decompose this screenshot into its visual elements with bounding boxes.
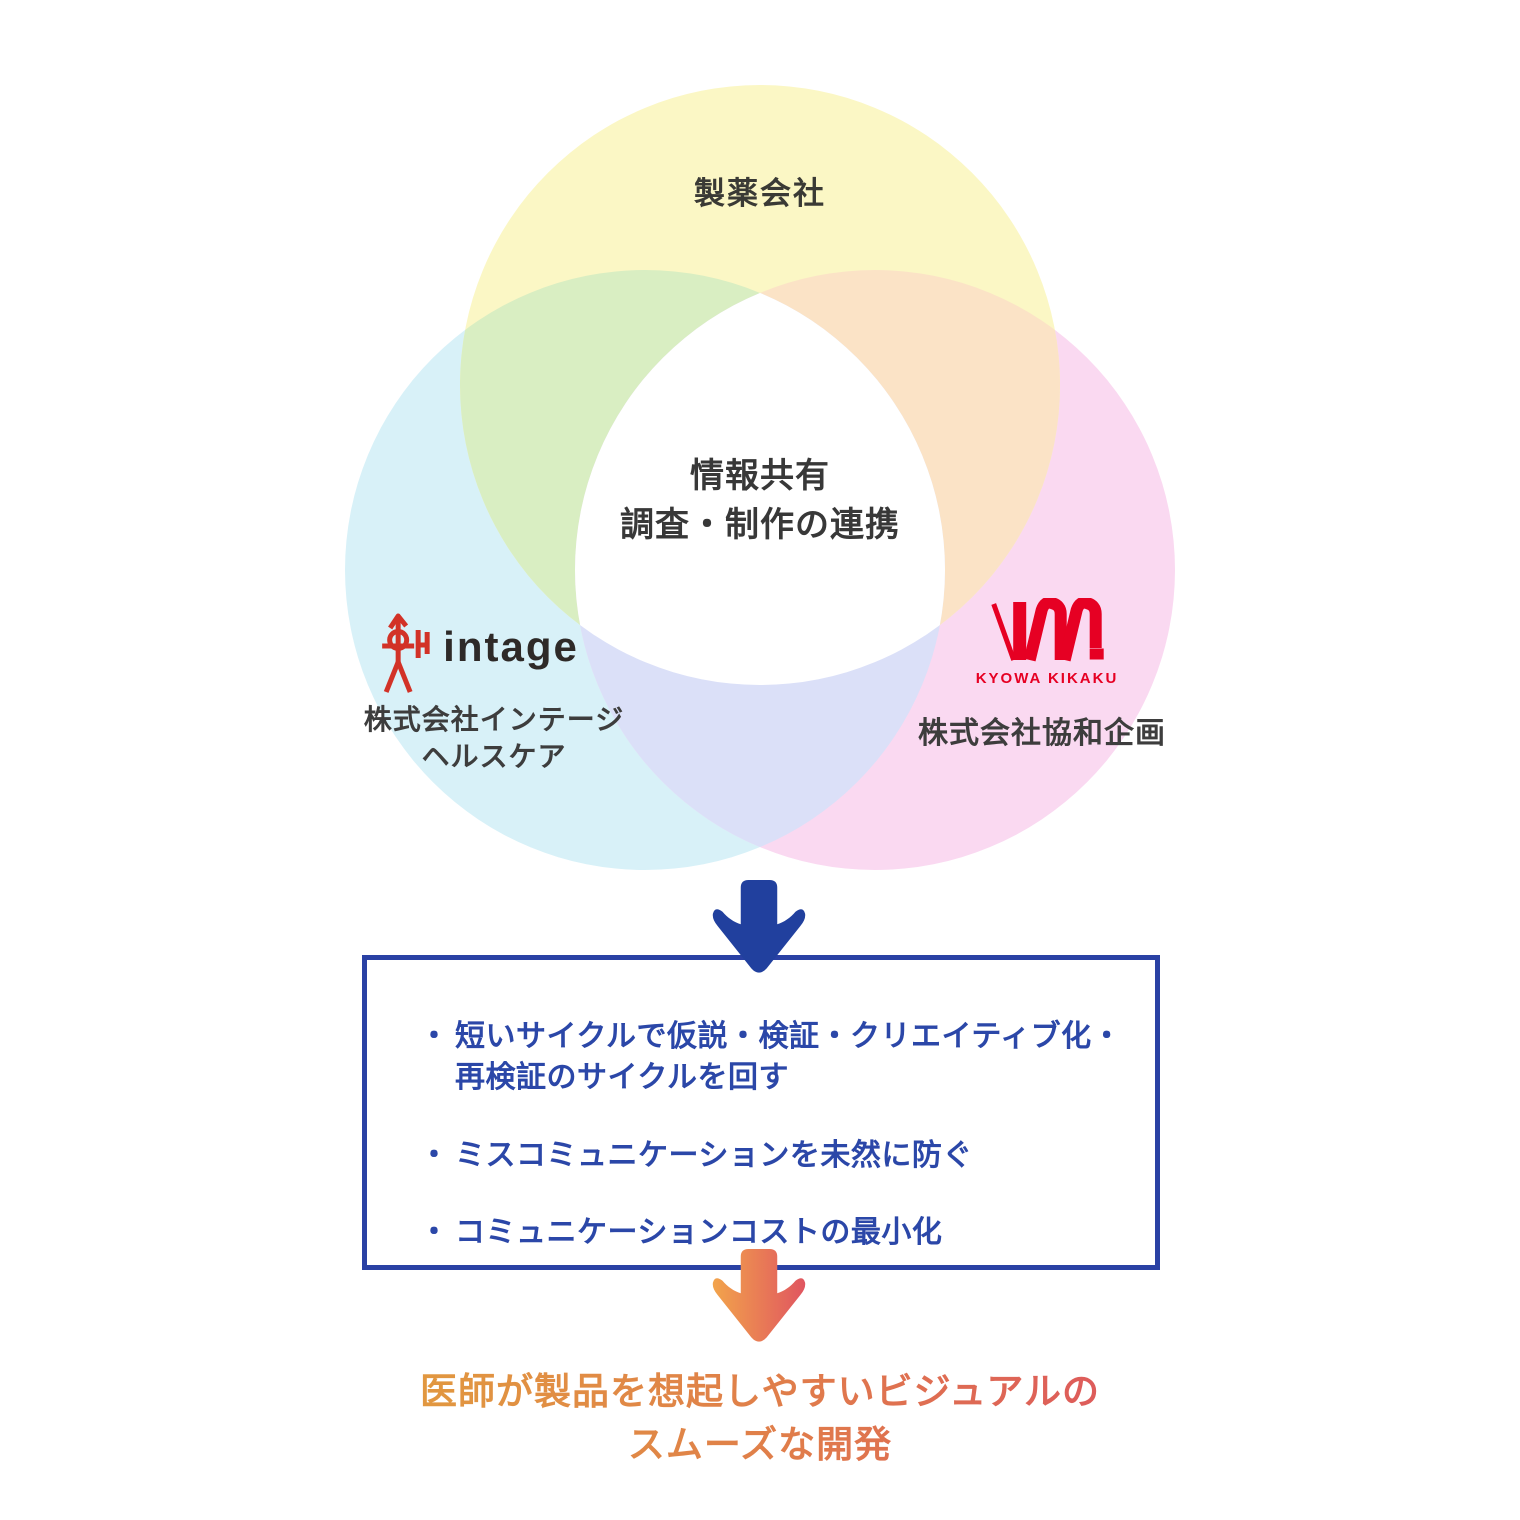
benefit-text-3: コミュニケーションコストの最小化 [455, 1216, 943, 1250]
bullet-marker: ・ [419, 1020, 450, 1053]
pharma-company-label: 製薬会社 [694, 176, 826, 211]
intage-company-line1: 株式会社インテージ [363, 704, 625, 735]
intage-wordmark: intage [443, 623, 579, 670]
intage-company-label: 株式会社インテージ ヘルスケア [284, 702, 704, 776]
outcome-statement: 医師が製品を想起しやすいビジュアルの スムーズな開発 [260, 1366, 1260, 1471]
kyowa-kikaku-caption: KYOWA KIKAKU [975, 670, 1119, 687]
benefits-box: ・ 短いサイクルで仮説・検証・クリエイティブ化・再検証のサイクルを回す ・ ミス… [362, 955, 1160, 1270]
intage-logo: intage [381, 612, 579, 696]
benefit-text-2: ミスコミュニケーションを未然に防ぐ [455, 1138, 973, 1172]
benefit-item: ・ コミュニケーションコストの最小化 [419, 1212, 1130, 1253]
venn-center-region [575, 270, 945, 685]
benefit-text-1: 短いサイクルで仮説・検証・クリエイティブ化・再検証のサイクルを回す [455, 1020, 1123, 1095]
outcome-line2: スムーズな開発 [627, 1423, 893, 1465]
center-label-line1: 情報共有 [690, 457, 830, 495]
kyowa-kikaku-logo-icon [991, 598, 1104, 662]
intage-company-line2: ヘルスケア [421, 740, 567, 772]
arrow-down-orange-icon [712, 1249, 806, 1342]
benefit-item: ・ 短いサイクルで仮説・検証・クリエイティブ化・再検証のサイクルを回す [419, 1016, 1130, 1099]
bullet-marker: ・ [419, 1216, 450, 1250]
venn-center-label: 情報共有 調査・制作の連携 [550, 452, 970, 551]
kyowa-company-label: 株式会社協和企画 [918, 717, 1166, 750]
venn-diagram [345, 85, 1175, 870]
bullet-marker: ・ [419, 1138, 450, 1172]
benefit-item: ・ ミスコミュニケーションを未然に防ぐ [419, 1135, 1130, 1176]
center-label-line2: 調査・制作の連携 [620, 506, 900, 545]
arrow-down-blue-icon [712, 880, 806, 973]
kyowa-kikaku-logo: KYOWA KIKAKU [976, 598, 1119, 687]
outcome-line1: 医師が製品を想起しやすいビジュアルの [420, 1371, 1100, 1412]
intage-logo-icon [382, 613, 430, 693]
